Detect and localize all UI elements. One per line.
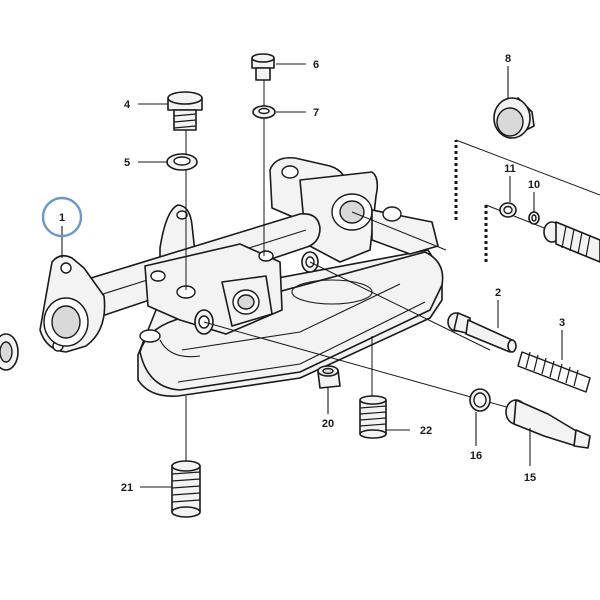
- callout-7[interactable]: 7: [313, 107, 319, 119]
- ring-part-11[interactable]: [499, 202, 517, 218]
- sleeve-part-20[interactable]: [317, 365, 341, 389]
- valve-pin-part-2[interactable]: [447, 312, 517, 353]
- upper-spring-assembly[interactable]: [543, 221, 600, 263]
- callout-4[interactable]: 4: [124, 99, 131, 111]
- callout-leaders: [61, 63, 563, 488]
- callout-10[interactable]: 10: [528, 179, 540, 191]
- callout-16[interactable]: 16: [470, 450, 482, 462]
- tapered-piston-part-15[interactable]: [505, 399, 591, 449]
- callout-3[interactable]: 3: [559, 317, 565, 329]
- left-washer[interactable]: [0, 333, 19, 371]
- plug-part-6[interactable]: [251, 53, 275, 81]
- callout-11[interactable]: 11: [504, 163, 516, 175]
- ring-part-10[interactable]: [528, 211, 540, 225]
- callout-15[interactable]: 15: [524, 472, 536, 484]
- callout-21[interactable]: 21: [121, 482, 133, 494]
- callout-8[interactable]: 8: [505, 53, 511, 65]
- washer-part-7[interactable]: [252, 105, 276, 119]
- callout-1[interactable]: 1: [59, 212, 65, 224]
- plug-part-4[interactable]: [167, 91, 203, 131]
- selected-callout-ring: [41, 196, 83, 238]
- callout-5[interactable]: 5: [124, 157, 130, 169]
- spring-part-3[interactable]: [517, 351, 591, 393]
- cap-part-8[interactable]: [493, 97, 535, 139]
- seal-ring-part-16[interactable]: [469, 388, 491, 412]
- assembly-axes: [185, 80, 600, 462]
- callout-20[interactable]: 20: [322, 418, 334, 430]
- housing-body[interactable]: [39, 156, 444, 397]
- callout-labels: 1 2 3 4 5 6 7 8 10 11 15 16 20 21 22: [59, 53, 565, 494]
- stud-part-21[interactable]: [171, 460, 201, 518]
- callout-22[interactable]: 22: [420, 425, 432, 437]
- callout-6[interactable]: 6: [313, 59, 319, 71]
- stud-part-22[interactable]: [359, 395, 387, 439]
- washer-part-5[interactable]: [166, 153, 198, 171]
- callout-2[interactable]: 2: [495, 287, 501, 299]
